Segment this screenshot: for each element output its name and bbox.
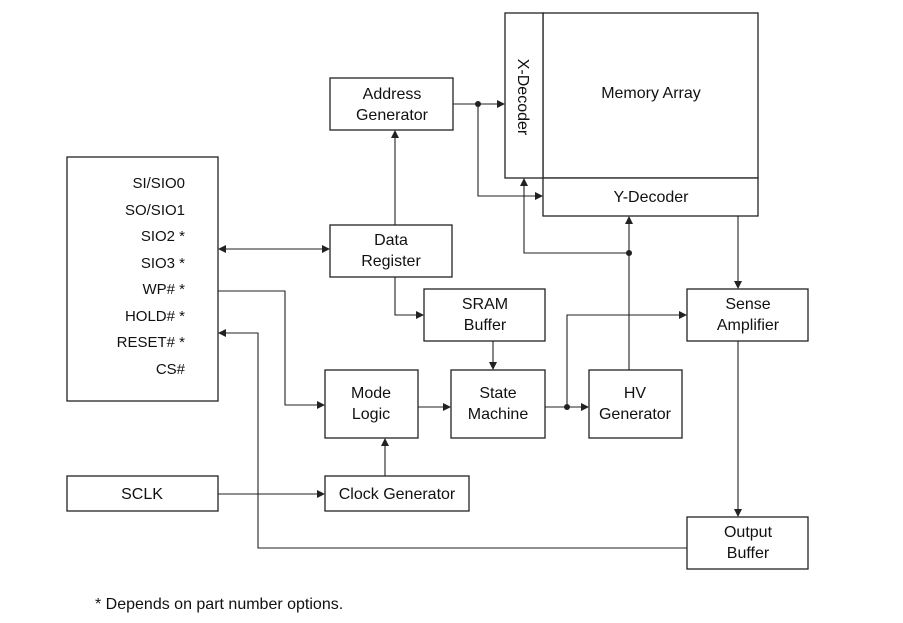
pin-wp: WP# * <box>142 281 185 298</box>
sclk-block: SCLK <box>66 475 219 512</box>
address-generator-label-line2: Generator <box>356 107 429 124</box>
hv-generator-block: HV Generator <box>588 369 683 439</box>
memory-array-block: Memory Array <box>542 12 759 179</box>
wire-dataregister-to-sram <box>394 277 424 319</box>
mode-logic-block: Mode Logic <box>324 369 419 439</box>
address-generator-label-line1: Address <box>363 86 422 103</box>
pin-list-block: SI/SIO0 SO/SIO1 SIO2 * SIO3 * WP# * HOLD… <box>66 156 219 402</box>
memory-array-label: Memory Array <box>601 85 701 102</box>
output-buffer-label-line2: Buffer <box>727 545 770 562</box>
pin-si-sio0: SI/SIO0 <box>132 175 185 192</box>
pin-cs: CS# <box>156 361 186 378</box>
output-buffer-block: Output Buffer <box>686 516 809 570</box>
wire-address-to-decoders <box>453 100 543 200</box>
wire-ydecoder-to-senseamp <box>734 216 742 289</box>
pin-so-sio1: SO/SIO1 <box>125 202 185 219</box>
pin-reset: RESET# * <box>117 334 186 351</box>
wire-hv-to-decoders <box>520 178 633 370</box>
sense-amplifier-label-line1: Sense <box>725 296 770 313</box>
wire-pins-dataregister <box>218 245 330 253</box>
x-decoder-block: X-Decoder <box>504 12 544 179</box>
wire-clockgen-to-modelogic <box>381 438 389 476</box>
y-decoder-label: Y-Decoder <box>613 189 689 206</box>
mode-logic-label-line2: Logic <box>352 406 390 423</box>
data-register-label-line2: Register <box>361 253 421 270</box>
wire-senseamp-to-outputbuffer <box>734 341 742 517</box>
pin-sio2: SIO2 * <box>141 228 185 245</box>
pin-hold: HOLD# * <box>125 308 185 325</box>
sram-buffer-label-line2: Buffer <box>464 317 507 334</box>
footnote: * Depends on part number options. <box>95 596 343 613</box>
state-machine-label-line1: State <box>479 385 516 402</box>
sense-amplifier-label-line2: Amplifier <box>717 317 780 334</box>
wire-sclk-to-clockgen <box>218 490 325 498</box>
state-machine-label-line2: Machine <box>468 406 529 423</box>
data-register-block: Data Register <box>329 224 453 278</box>
y-decoder-block: Y-Decoder <box>542 177 759 217</box>
clock-generator-block: Clock Generator <box>324 475 470 512</box>
data-register-label-line1: Data <box>374 232 408 249</box>
sclk-label: SCLK <box>121 486 163 503</box>
address-generator-block: Address Generator <box>329 77 454 131</box>
wire-sram-to-statemachine <box>489 341 497 370</box>
sram-buffer-block: SRAM Buffer <box>423 288 546 342</box>
hv-generator-label-line2: Generator <box>599 406 672 423</box>
x-decoder-label: X-Decoder <box>514 59 531 136</box>
sense-amplifier-block: Sense Amplifier <box>686 288 809 342</box>
output-buffer-label-line1: Output <box>724 524 773 541</box>
wire-outputbuffer-to-pins <box>218 329 687 549</box>
mode-logic-label-line1: Mode <box>351 385 391 402</box>
pin-sio3: SIO3 * <box>141 255 185 272</box>
wire-dataregister-to-address <box>391 130 399 225</box>
sram-buffer-label-line1: SRAM <box>462 296 508 313</box>
wire-modelogic-to-statemachine <box>418 403 451 411</box>
clock-generator-label: Clock Generator <box>339 486 456 503</box>
wire-wp-to-modelogic <box>218 290 325 409</box>
state-machine-block: State Machine <box>450 369 546 439</box>
hv-generator-label-line1: HV <box>624 385 647 402</box>
wire-statemachine-outputs <box>545 311 687 411</box>
